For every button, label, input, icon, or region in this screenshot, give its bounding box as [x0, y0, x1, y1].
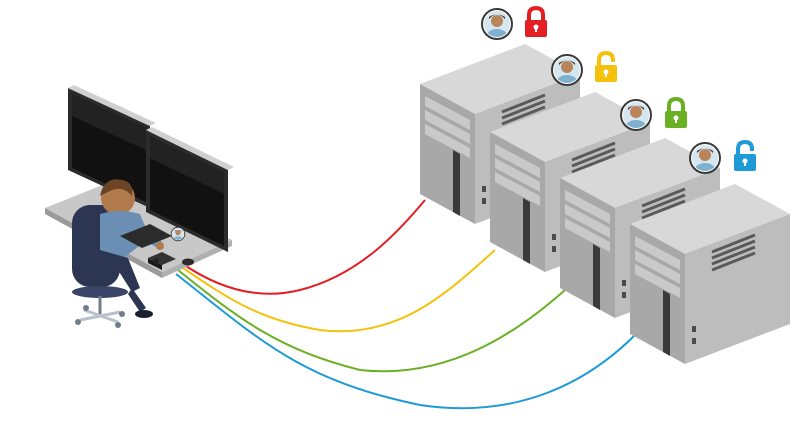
operator-workstation-icon: [45, 85, 234, 328]
user-avatar-icon: [482, 9, 512, 45]
padlock-icon: [732, 140, 758, 173]
mouse: [182, 258, 194, 266]
keyboard: [120, 224, 172, 248]
cable-blue: [175, 273, 636, 410]
padlock-icon: [593, 51, 619, 84]
cable-green: [177, 269, 566, 373]
cables: [175, 199, 636, 410]
cable-yellow: [179, 249, 496, 333]
kvm-switch-icon: [148, 252, 176, 270]
padlock-icon: [663, 97, 689, 130]
cable-red: [179, 199, 426, 295]
monitor-right: [146, 127, 234, 252]
server-rack: [418, 42, 792, 366]
padlock-icon: [523, 6, 549, 39]
monitor-left: [68, 85, 156, 208]
